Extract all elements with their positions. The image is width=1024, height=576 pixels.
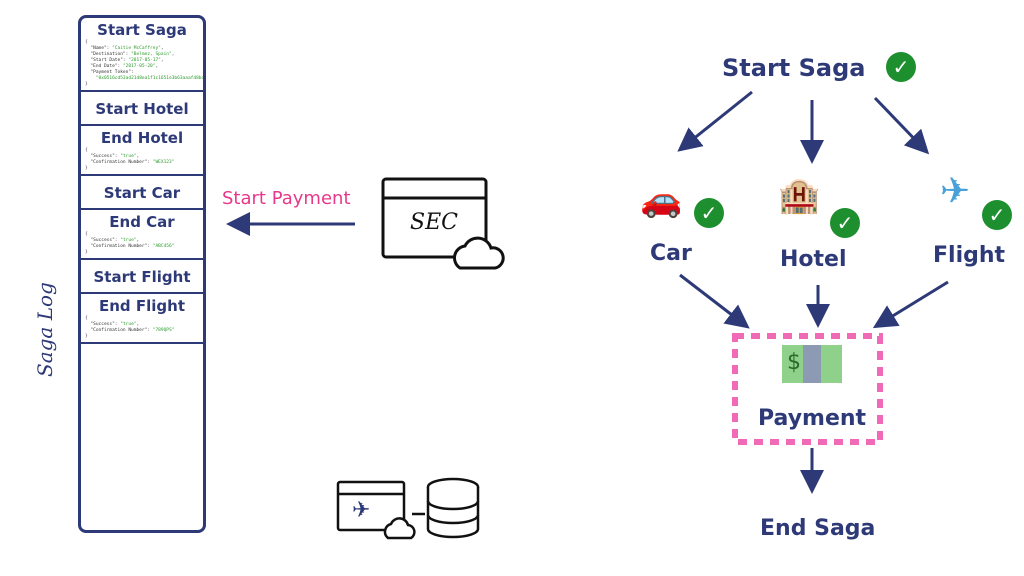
log-entry-label: Start Car <box>103 184 181 202</box>
log-entry: Start Hotel <box>81 92 203 126</box>
start-payment-label: Start Payment <box>222 188 351 209</box>
arrow-start-to-car <box>677 90 753 152</box>
log-entry: End Flight{ "Success": "true", "Confirma… <box>81 294 203 344</box>
hotel-icon: 🏨 <box>778 176 821 216</box>
log-entry-json: { "Name": "Caitie McCaffrey", "Destinati… <box>85 40 206 87</box>
car-icon: 🚗 <box>640 180 683 220</box>
check-icon: ✓ <box>982 200 1012 230</box>
log-entry-label: Start Flight <box>93 268 191 286</box>
log-entry-json: { "Success": "true", "Confirmation Numbe… <box>85 232 175 255</box>
check-icon: ✓ <box>830 208 860 238</box>
saga-log: Start Saga{ "Name": "Caitie McCaffrey", … <box>78 15 206 533</box>
payment-cash-icon <box>782 345 842 383</box>
end-saga-node: End Saga <box>760 516 876 541</box>
log-entry: Start Car <box>81 176 203 210</box>
log-entry-label: End Flight <box>98 297 185 315</box>
check-icon: ✓ <box>694 198 724 228</box>
log-entry-json: { "Success": "true", "Confirmation Numbe… <box>85 316 175 339</box>
payment-node: Payment <box>758 406 867 431</box>
log-entry-label: End Hotel <box>100 129 184 147</box>
flight-node: Flight <box>933 243 1006 268</box>
log-entry: End Car{ "Success": "true", "Confirmatio… <box>81 210 203 260</box>
log-entry: End Hotel{ "Success": "true", "Confirmat… <box>81 126 203 176</box>
arrow-start-to-flight <box>873 96 930 155</box>
payment-highlight-box <box>732 333 883 445</box>
log-entry-json: { "Success": "true", "Confirmation Numbe… <box>85 148 175 171</box>
log-entry-label: Start Saga <box>97 21 187 39</box>
sec-icon <box>381 177 505 270</box>
flight-icon: ✈ <box>940 172 971 212</box>
arrow-car-to-payment <box>679 273 750 329</box>
airplane-icon: ✈ <box>352 498 371 523</box>
start-saga-node: Start Saga <box>722 54 866 82</box>
check-icon: ✓ <box>886 52 916 82</box>
car-node: Car <box>650 241 692 266</box>
log-entry-label: End Car <box>109 213 175 231</box>
hotel-node: Hotel <box>780 247 847 272</box>
dollar-icon: $ <box>787 350 801 375</box>
log-entry-label: Start Hotel <box>95 100 189 118</box>
sec-label: SEC <box>410 210 458 235</box>
arrow-flight-to-payment <box>872 280 949 329</box>
log-entry: Start Flight <box>81 260 203 294</box>
flight-service-database-icon <box>336 477 480 540</box>
log-entry: Start Saga{ "Name": "Caitie McCaffrey", … <box>81 18 203 92</box>
